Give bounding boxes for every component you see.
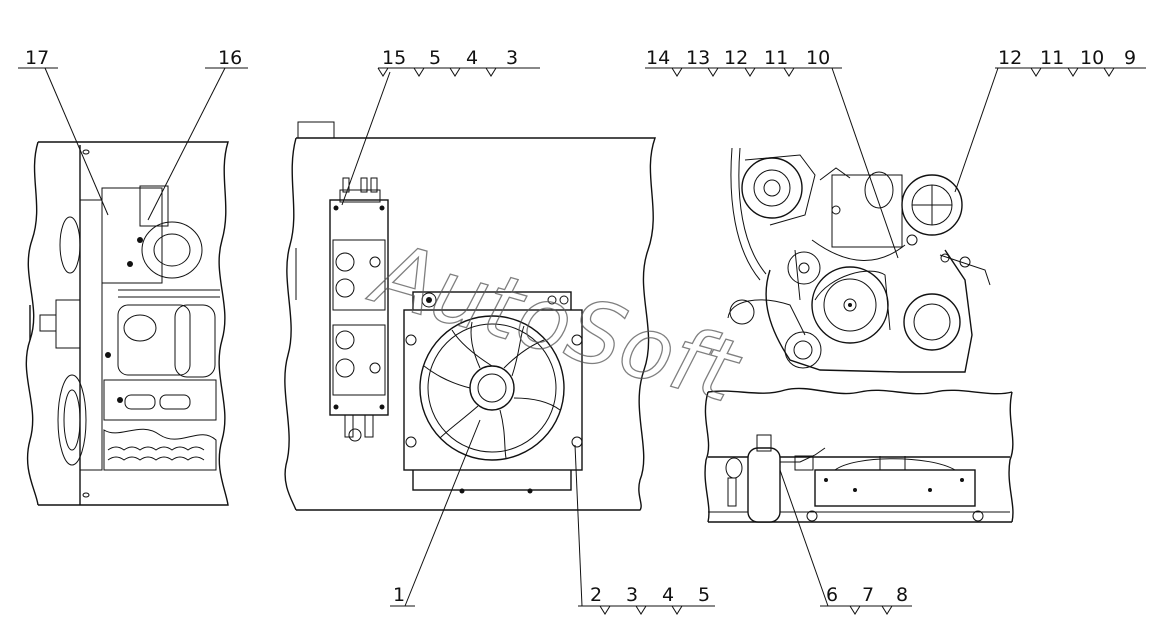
callout-11b: 11 — [1040, 47, 1064, 69]
callout-3b: 3 — [626, 584, 638, 606]
callout-14: 14 — [646, 47, 670, 69]
middle-view — [284, 121, 656, 511]
callout-4b: 4 — [662, 584, 674, 606]
callout-13: 13 — [686, 47, 710, 69]
callout-8: 8 — [896, 584, 908, 606]
callout-6: 6 — [826, 584, 838, 606]
callout-10b: 10 — [1080, 47, 1104, 69]
callout-3: 3 — [506, 47, 518, 69]
left-view — [25, 141, 229, 506]
callout-1: 1 — [393, 584, 405, 606]
callout-4: 4 — [466, 47, 478, 69]
right-view — [704, 147, 1014, 523]
callout-12b: 12 — [998, 47, 1022, 69]
callout-9: 9 — [1124, 47, 1136, 69]
callout-12: 12 — [724, 47, 748, 69]
callout-10: 10 — [806, 47, 830, 69]
callout-labels: 17 16 15 5 4 3 14 13 12 11 10 12 11 10 9… — [25, 47, 1136, 606]
callout-5b: 5 — [698, 584, 710, 606]
callout-5: 5 — [429, 47, 441, 69]
callout-7: 7 — [862, 584, 874, 606]
callout-15: 15 — [382, 47, 406, 69]
callout-16: 16 — [218, 47, 242, 69]
callout-2: 2 — [590, 584, 602, 606]
callout-leaders — [18, 67, 1146, 615]
callout-11: 11 — [764, 47, 788, 69]
callout-17: 17 — [25, 47, 49, 69]
